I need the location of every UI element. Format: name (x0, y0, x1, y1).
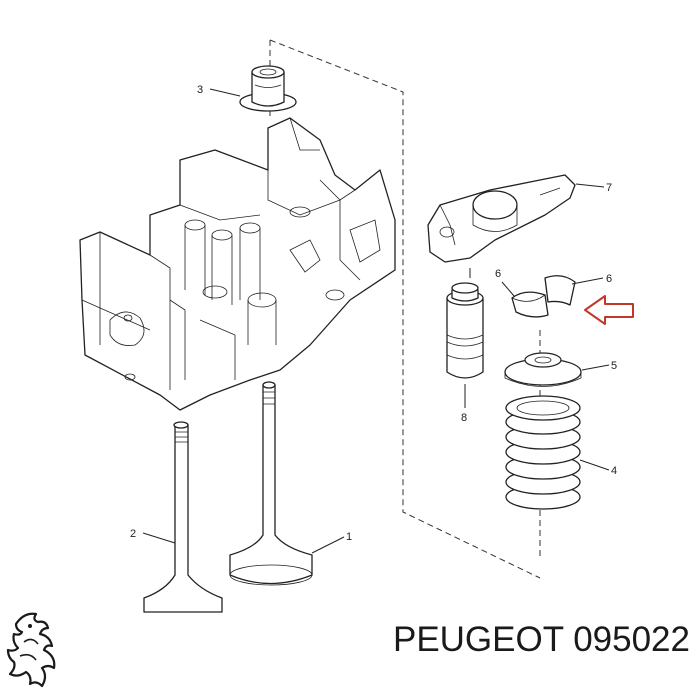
spring-retainer (504, 352, 582, 387)
callout-3: 3 (197, 84, 203, 96)
valve-cotter-left (511, 291, 549, 318)
callout-6-left: 6 (495, 268, 501, 280)
valve-2 (143, 421, 223, 613)
lion-logo-icon (6, 612, 56, 688)
callout-labels: 3 7 6 6 5 8 4 2 1 (130, 84, 617, 543)
callout-2: 2 (130, 528, 136, 540)
callout-5: 5 (611, 360, 617, 372)
valve-cotter-right (544, 275, 576, 306)
valve-seal (239, 65, 297, 112)
callout-leaders (142, 88, 610, 554)
rocker-arm (427, 174, 576, 263)
callout-1: 1 (346, 531, 352, 543)
indicator-arrow (584, 295, 634, 325)
valve-1 (229, 381, 313, 586)
callout-8: 8 (461, 412, 467, 424)
callout-4: 4 (611, 465, 617, 477)
hydraulic-tappet (446, 282, 484, 379)
callout-7: 7 (606, 182, 612, 194)
cylinder-head (79, 117, 396, 411)
callout-6-right: 6 (606, 273, 612, 285)
valve-spring (505, 395, 581, 510)
part-caption: PEUGEOT 095022 (392, 620, 690, 659)
